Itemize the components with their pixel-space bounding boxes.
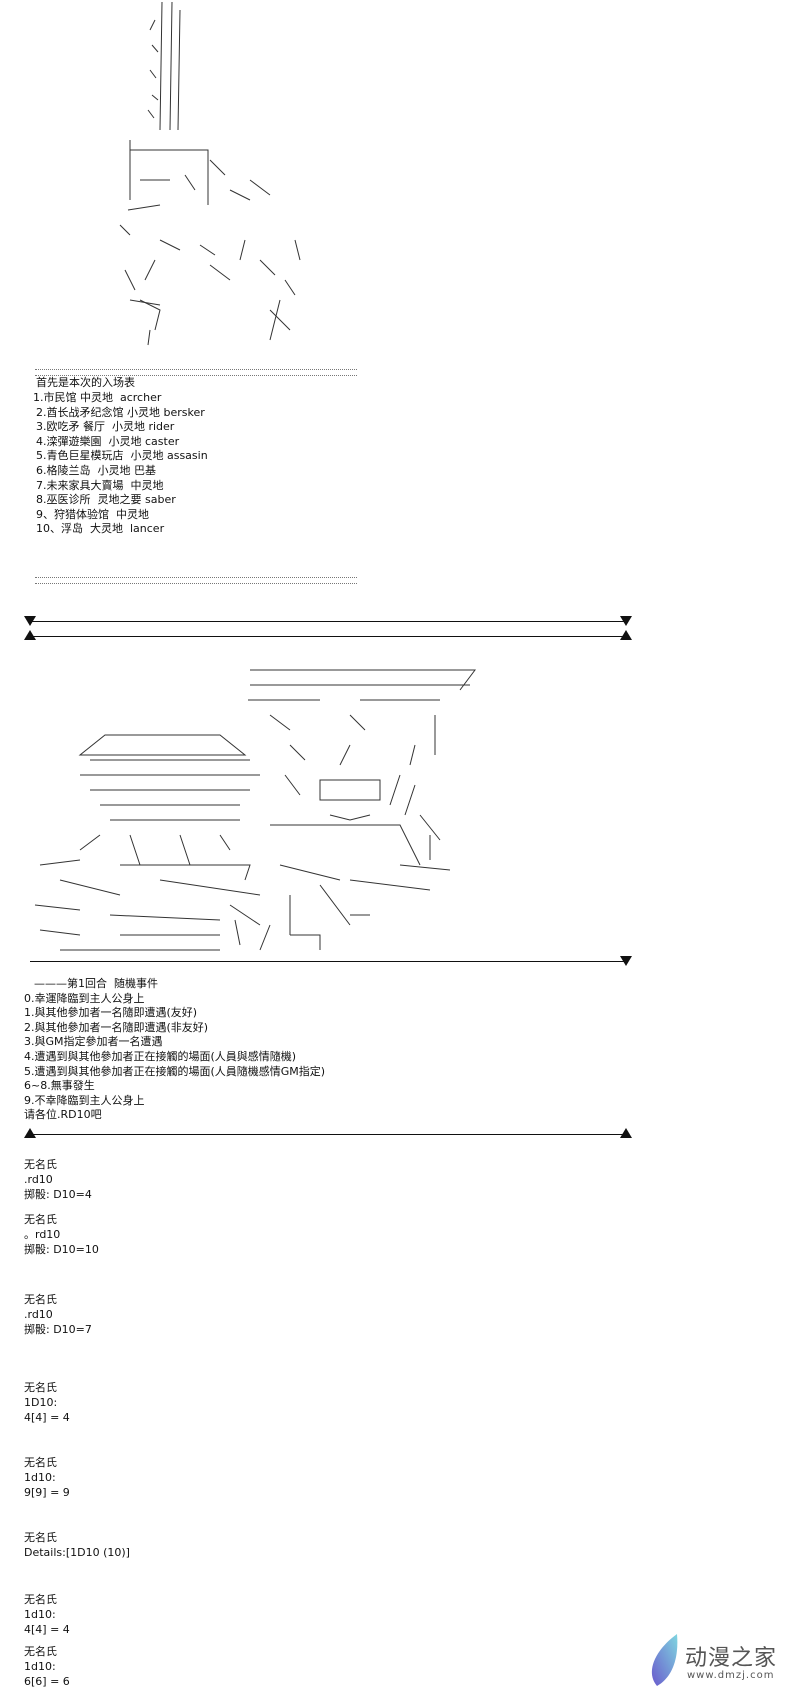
post-line: 1D10: <box>24 1396 58 1409</box>
triangle-up-icon <box>620 630 632 640</box>
post: 无名氏 Details:[1D10 (10)] <box>24 1530 130 1560</box>
entry-item: 3.欧吃矛 餐厅 小灵地 rider <box>36 420 175 434</box>
post-line: 9[9] = 9 <box>24 1486 70 1499</box>
post-line: 4[4] = 4 <box>24 1623 70 1636</box>
event-table-title: ———第1回合 随機事件 <box>34 977 158 990</box>
post-author: 无名氏 <box>24 1158 57 1171</box>
event-item: 1.與其他參加者一名隨即遭遇(友好) <box>24 1006 198 1020</box>
event-item: 0.幸運降臨到主人公身上 <box>24 991 145 1005</box>
divider-line <box>30 621 626 622</box>
entry-list-title: 首先是本次的入场表 <box>36 376 135 389</box>
entry-item: 2.酋长战矛纪念馆 小灵地 bersker <box>36 405 205 419</box>
entry-item: 9、狩猎体验馆 中灵地 <box>36 507 149 521</box>
post-line: 6[6] = 6 <box>24 1675 70 1688</box>
dmzj-watermark: 动漫之家 www.dmzj.com <box>645 1632 795 1692</box>
post-line: 掷骰: D10=7 <box>24 1323 92 1336</box>
watermark-name: 动漫之家 <box>685 1646 778 1671</box>
event-item: 6~8.無事發生 <box>24 1079 95 1093</box>
triangle-down-icon <box>620 956 632 966</box>
entry-item: 1.市民馆 中灵地 acrcher <box>33 391 162 404</box>
dotted-divider <box>35 369 357 376</box>
triangle-up-icon <box>620 1128 632 1138</box>
event-item: 2.與其他參加者一名隨即遭遇(非友好) <box>24 1020 209 1034</box>
triangle-up-icon <box>24 630 36 640</box>
post-author: 无名氏 <box>24 1456 57 1469</box>
post: 无名氏 .rd10 掷骰: D10=7 <box>24 1292 92 1337</box>
post-author: 无名氏 <box>24 1213 57 1226</box>
event-table: ———第1回合 随機事件 0.幸運降臨到主人公身上 1.與其他參加者一名隨即遭遇… <box>24 977 325 1123</box>
event-item: 5.遭遇到與其他參加者正在接觸的場面(人員隨機感情GM指定) <box>24 1064 326 1078</box>
post-author: 无名氏 <box>24 1381 57 1394</box>
ascii-art-sword-figure <box>119 1 301 346</box>
leaf-logo-icon <box>651 1634 678 1686</box>
triangle-up-icon <box>24 1128 36 1138</box>
dotted-divider <box>35 577 357 584</box>
post-author: 无名氏 <box>24 1293 57 1306</box>
post-line: 4[4] = 4 <box>24 1411 70 1424</box>
event-item: 4.遭遇到與其他參加者正在接觸的場面(人員與感情隨機) <box>24 1049 297 1063</box>
entry-item: 7.未来家具大賣場 中灵地 <box>36 478 164 492</box>
post: 无名氏 1d10: 9[9] = 9 <box>24 1455 70 1500</box>
post: 无名氏 1d10: 4[4] = 4 <box>24 1592 70 1637</box>
post-author: 无名氏 <box>24 1531 57 1544</box>
post-author: 无名氏 <box>24 1593 57 1606</box>
event-item: 请各位.RD10吧 <box>24 1108 102 1122</box>
divider-line <box>30 1134 626 1135</box>
post-line: .rd10 <box>24 1173 53 1186</box>
divider-line <box>30 961 626 962</box>
divider-line <box>30 636 626 637</box>
entry-item: 5.青色巨星模玩店 小灵地 assasin <box>36 449 208 463</box>
entry-item: 4.滦彈遊樂園 小灵地 caster <box>36 434 180 448</box>
post-line: Details:[1D10 (10)] <box>24 1546 130 1559</box>
post-line: 1d10: <box>24 1660 56 1673</box>
event-item: 3.與GM指定參加者一名遭遇 <box>24 1035 163 1049</box>
triangle-down-icon <box>620 616 632 626</box>
event-item: 9.不幸降臨到主人公身上 <box>24 1093 145 1107</box>
ascii-art-two-characters <box>34 669 476 951</box>
post-line: 掷骰: D10=4 <box>24 1188 92 1201</box>
post-line: 。rd10 <box>24 1228 61 1241</box>
post-line: 1d10: <box>24 1471 56 1484</box>
entry-item: 6.格陵兰岛 小灵地 巴基 <box>36 463 156 477</box>
entry-item: 10、浮岛 大灵地 lancer <box>36 522 165 536</box>
post-line: 1d10: <box>24 1608 56 1621</box>
post: 无名氏 .rd10 掷骰: D10=4 <box>24 1157 92 1202</box>
post-author: 无名氏 <box>24 1645 57 1658</box>
post: 无名氏 1D10: 4[4] = 4 <box>24 1380 70 1425</box>
entry-item: 8.巫医诊所 灵地之要 saber <box>36 493 176 507</box>
entry-list: 1.市民馆 中灵地 acrcher 2.酋长战矛纪念馆 小灵地 bersker … <box>33 391 208 537</box>
watermark-url: www.dmzj.com <box>687 1670 775 1681</box>
post-line: .rd10 <box>24 1308 53 1321</box>
post: 无名氏 。rd10 掷骰: D10=10 <box>24 1212 99 1257</box>
post: 无名氏 1d10: 6[6] = 6 <box>24 1644 70 1689</box>
post-line: 掷骰: D10=10 <box>24 1243 99 1256</box>
